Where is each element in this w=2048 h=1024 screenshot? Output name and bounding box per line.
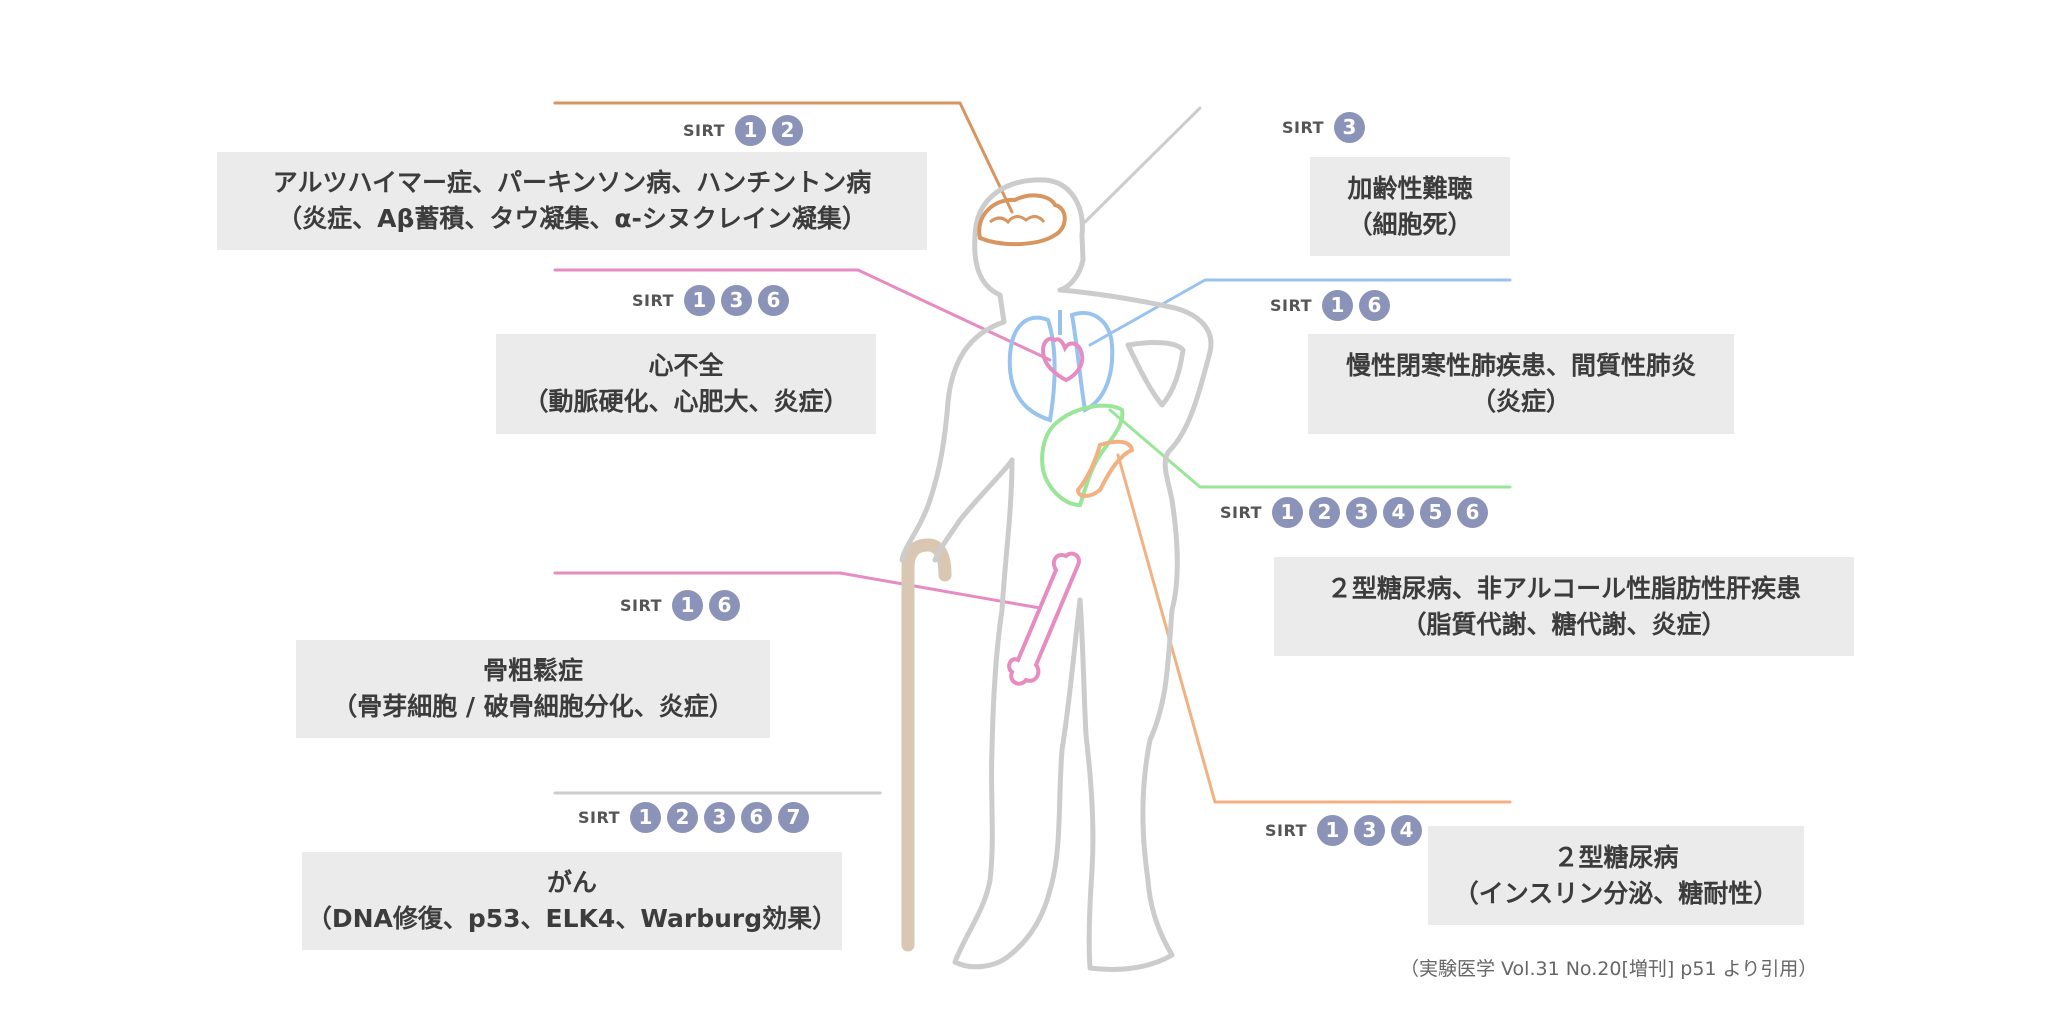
disease-mechanism: （骨芽細胞 / 破骨細胞分化、炎症） [332,692,734,721]
disease-mechanism: （インスリン分泌、糖耐性） [1453,878,1779,908]
ear-connector-line [1083,106,1202,224]
sirt-number-badge: 1 [630,801,661,833]
body-outline [899,177,1214,972]
sirt-bone: SIRT 1 6 [620,588,740,622]
disease-mechanism: （脂質代謝、糖代謝、炎症） [1401,609,1727,639]
pancreas-connector-line [1116,453,1512,804]
disease-box-lung: 慢性閉寒性肺疾患、間質性肺炎 （炎症） [1308,334,1734,434]
sirt-number-badge: 1 [1322,289,1353,321]
disease-name: アルツハイマー症、パーキンソン病、ハンチントン病 [272,168,872,197]
disease-name: 慢性閉寒性肺疾患、間質性肺炎 [1345,351,1696,380]
disease-mechanism: （DNA修復、p53、ELK4、Warburg効果） [306,904,838,933]
pancreas-icon [1075,439,1135,498]
sirt-heart: SIRT 1 3 6 [632,283,789,317]
sirt-number-badge: 1 [1272,496,1303,528]
lung-connector-line [1088,278,1512,347]
sirt-number-badge: 7 [778,801,809,833]
disease-name: がん [546,868,597,897]
disease-name: ２型糖尿病 [1553,842,1679,872]
sirt-number-badge: 6 [1457,496,1488,528]
source-caption: （実験医学 Vol.31 No.20[増刊] p51 より引用） [1400,958,1818,980]
sirt-label: SIRT [1220,502,1262,522]
heart-icon [1041,336,1085,383]
sirt-label: SIRT [632,290,674,310]
disease-mechanism: （細胞死） [1347,209,1473,239]
disease-name: 骨粗鬆症 [482,656,583,685]
disease-box-liver: ２型糖尿病、非アルコール性脂肪性肝疾患 （脂質代謝、糖代謝、炎症） [1274,557,1854,656]
disease-name: ２型糖尿病、非アルコール性脂肪性肝疾患 [1326,573,1802,603]
sirt-number-badge: 1 [1317,814,1348,846]
disease-box-bone: 骨粗鬆症 （骨芽細胞 / 破骨細胞分化、炎症） [296,640,770,738]
sirt-label: SIRT [683,120,725,140]
disease-mechanism: （炎症、Aβ蓄積、タウ凝集、α-シヌクレイン凝集） [277,204,867,233]
sirt-label: SIRT [1265,820,1307,840]
sirt-number-badge: 5 [1420,496,1451,528]
sirt-cancer: SIRT 1 2 3 6 7 [578,800,809,834]
sirt-number-badge: 3 [1346,496,1377,528]
disease-box-brain: アルツハイマー症、パーキンソン病、ハンチントン病 （炎症、Aβ蓄積、タウ凝集、α… [217,152,927,250]
disease-name: 心不全 [648,351,724,380]
sirt-label: SIRT [620,595,662,615]
sirt-label: SIRT [578,807,620,827]
sirt-ear: SIRT 3 [1282,110,1365,144]
sirt-number-badge: 6 [758,284,789,316]
disease-box-pancreas: ２型糖尿病 （インスリン分泌、糖耐性） [1428,826,1804,925]
lungs-icon [1007,311,1115,423]
cane-icon [901,538,952,952]
sirt-brain: SIRT 1 2 [683,113,803,147]
sirt-number-badge: 6 [741,801,772,833]
disease-box-cancer: がん （DNA修復、p53、ELK4、Warburg効果） [302,852,842,950]
sirt-number-badge: 3 [704,801,735,833]
bone-connector-line [553,571,1042,610]
disease-box-ear: 加齢性難聴 （細胞死） [1310,157,1510,256]
disease-mechanism: （動脈硬化、心肥大、炎症） [523,387,849,416]
sirt-number-badge: 3 [1334,111,1365,143]
sirt-number-badge: 2 [667,801,698,833]
bone-icon [1007,551,1081,686]
disease-box-heart: 心不全 （動脈硬化、心肥大、炎症） [496,334,876,434]
brain-icon [977,193,1067,247]
sirt-number-badge: 2 [772,114,803,146]
sirt-liver: SIRT 1 2 3 4 5 6 [1220,495,1488,529]
sirt-number-badge: 1 [735,114,766,146]
liver-connector-line [1108,408,1512,489]
sirt-label: SIRT [1270,295,1312,315]
sirt-number-badge: 6 [709,589,740,621]
sirt-number-badge: 4 [1391,814,1422,846]
sirt-number-badge: 1 [684,284,715,316]
sirt-number-badge: 4 [1383,496,1414,528]
sirt-number-badge: 2 [1309,496,1340,528]
sirt-number-badge: 6 [1359,289,1390,321]
sirt-pancreas: SIRT 1 3 4 [1265,813,1422,847]
brain-connector-line [553,101,1014,214]
sirt-label: SIRT [1282,117,1324,137]
sirt-number-badge: 3 [721,284,752,316]
sirt-lung: SIRT 1 6 [1270,288,1390,322]
disease-name: 加齢性難聴 [1347,173,1473,203]
sirt-number-badge: 1 [672,589,703,621]
liver-icon [1040,403,1125,508]
sirt-number-badge: 3 [1354,814,1385,846]
disease-mechanism: （炎症） [1470,387,1571,416]
